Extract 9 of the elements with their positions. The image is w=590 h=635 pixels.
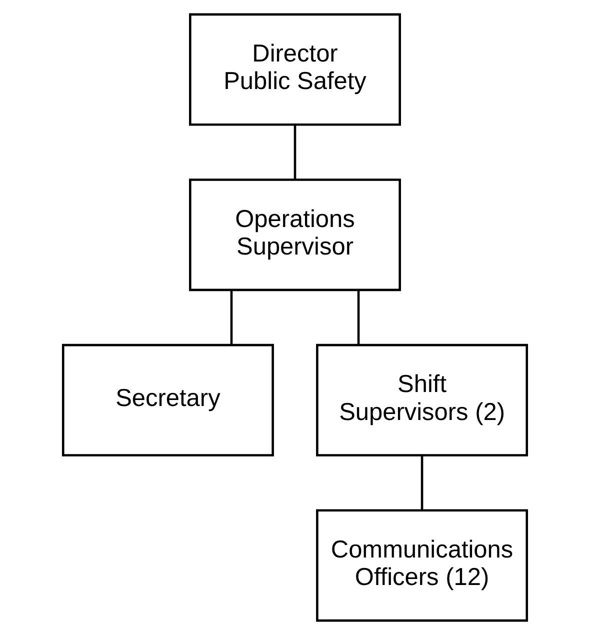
node-box: Operations Supervisor bbox=[189, 178, 401, 292]
connector bbox=[230, 290, 233, 345]
connector bbox=[420, 456, 424, 510]
connector bbox=[294, 125, 296, 180]
connector bbox=[357, 290, 360, 345]
node-box: Shift Supervisors (2) bbox=[316, 344, 528, 456]
node-box: Communications Officers (12) bbox=[316, 509, 528, 622]
node-box: Director Public Safety bbox=[189, 13, 401, 126]
node-box: Secretary bbox=[62, 344, 274, 456]
